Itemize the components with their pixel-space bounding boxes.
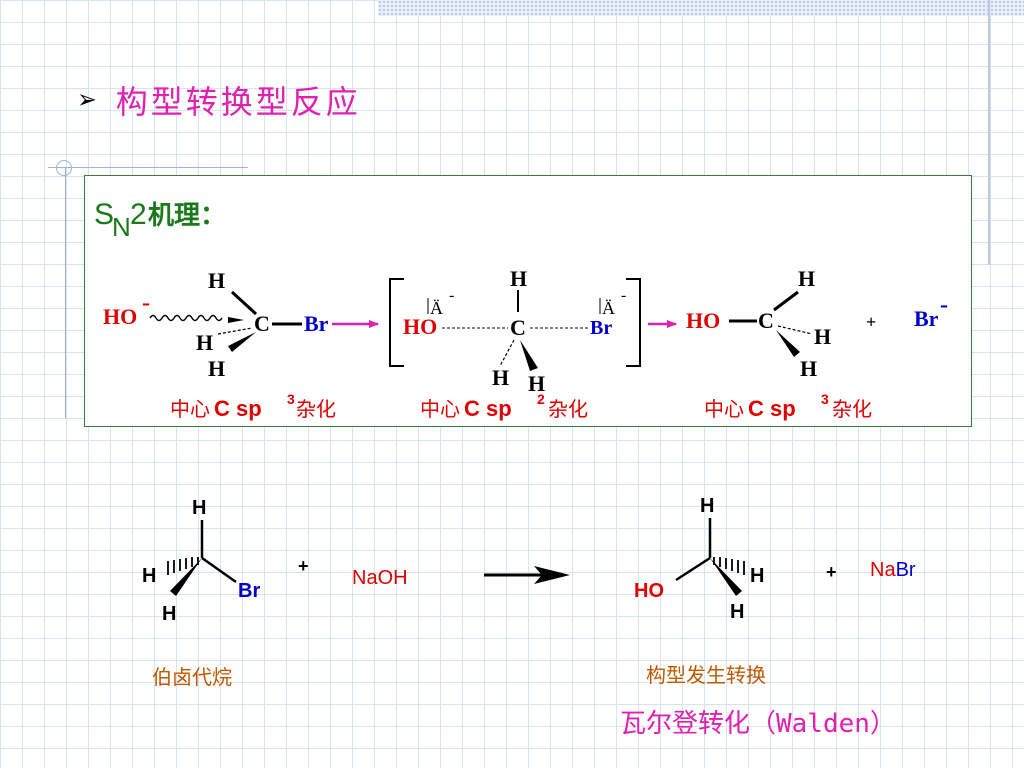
- product-hashed-bond: [777, 325, 813, 335]
- slide-title-row: ➢ 构型转换型反应: [76, 80, 361, 121]
- ts-carbon: C: [510, 315, 526, 340]
- ts-wedge-bond: [520, 340, 538, 371]
- reactant-hybridization-label: 中心 C sp 3 杂化: [170, 391, 336, 421]
- reactant-h-bottom: H: [208, 356, 225, 381]
- ts-partial-label-right: Ä: [602, 298, 615, 318]
- lower-plus-2: +: [826, 562, 837, 582]
- mechanism-reactant: HO - C Br H H H: [103, 268, 329, 381]
- hybrid-sup-1: 3: [287, 391, 295, 407]
- c-h-left-hashed-bond: [217, 327, 253, 335]
- lower-product-hydroxyl: HO: [634, 580, 664, 602]
- product-h-right: H: [814, 324, 831, 349]
- mechanism-heading: S N 2 机理：: [94, 198, 226, 242]
- mechanism-plus: +: [866, 312, 876, 332]
- sn2-mechanism-box: [84, 175, 972, 427]
- hybrid-c-sp-3: C sp: [748, 396, 796, 421]
- hybrid-c-sp-1: C sp: [214, 396, 262, 421]
- lower-reactant: H Br H H: [142, 497, 260, 625]
- decorative-vertical-line: [988, 0, 990, 265]
- salt-br: Br: [896, 559, 916, 581]
- salt-na: Na: [870, 559, 896, 581]
- product-hydroxyl: HO: [686, 308, 720, 333]
- lower-reactant-hashed-bond: [167, 557, 199, 575]
- decorative-left-line: [65, 168, 66, 418]
- hybrid-sup-2: 2: [537, 391, 545, 407]
- lower-product-wedge-bond: [710, 558, 742, 596]
- nucleophile-approach-wavy-line: [149, 314, 223, 322]
- ts-hashed-bond: [499, 339, 515, 367]
- product-h-top: H: [798, 266, 815, 291]
- lower-reactant-c-br-bond: [201, 556, 237, 584]
- ts-right-bracket: [626, 278, 641, 367]
- ts-hydroxide: HO: [403, 314, 437, 339]
- reagent-naoh: NaOH: [352, 567, 408, 589]
- lower-product-hashed-bond: [713, 557, 745, 575]
- transition-state: HO C Br H H H Ä - Ä -: [389, 266, 641, 396]
- walden-inversion-label: 瓦尔登转化（Walden）: [620, 709, 896, 739]
- header-dotted-band: [378, 0, 1024, 16]
- heading-two: 2: [130, 198, 147, 231]
- reactant-h-top: H: [208, 268, 225, 293]
- reactant-hydroxide: HO: [103, 304, 137, 329]
- lower-reactant-wedge-bond: [170, 558, 202, 596]
- ts-h-bottom-left: H: [492, 365, 509, 390]
- ts-left-bracket: [389, 278, 404, 367]
- hybrid-suffix-2: 杂化: [548, 397, 588, 421]
- ts-bromine: Br: [590, 317, 612, 339]
- product-bromide: Br: [914, 306, 939, 331]
- ts-h-top: H: [510, 266, 527, 291]
- product-hybridization-label: 中心 C sp 3 杂化: [704, 391, 872, 421]
- mechanism-product: HO C H H H + Br -: [686, 266, 948, 381]
- heading-mechanism-label: 机理：: [148, 201, 226, 231]
- label-primary-alkyl-halide: 伯卤代烷: [152, 665, 232, 689]
- lower-reaction-arrow-head: [534, 566, 570, 584]
- decorative-circle: [56, 160, 72, 176]
- hybrid-c-sp-2: C sp: [464, 396, 512, 421]
- hybrid-suffix-1: 杂化: [296, 397, 336, 421]
- hybrid-prefix-1: 中心: [170, 397, 210, 421]
- ts-partial-label-left: Ä: [430, 298, 443, 318]
- hybrid-suffix-3: 杂化: [832, 397, 872, 421]
- product-carbon: C: [758, 308, 774, 333]
- ts-partial-charge-right: -: [621, 287, 626, 304]
- hybrid-prefix-3: 中心: [704, 397, 744, 421]
- salt-nabr: NaBr: [870, 559, 916, 581]
- lower-product: H HO H H: [634, 495, 764, 623]
- lower-reactant-h-left: H: [142, 565, 156, 587]
- decorative-horizontal-line: [48, 167, 248, 168]
- lower-reactant-bromine: Br: [238, 580, 260, 602]
- heading-n-subscript: N: [112, 212, 131, 242]
- reactant-h-left: H: [196, 330, 213, 355]
- product-bromide-charge: -: [940, 292, 948, 318]
- lower-plus-1: +: [298, 556, 309, 576]
- lower-reactant-h-top: H: [192, 497, 206, 519]
- lower-product-h-bottom: H: [730, 601, 744, 623]
- ts-partial-charge-left: -: [449, 287, 454, 304]
- reactant-bromine: Br: [304, 311, 329, 336]
- lower-product-h-right: H: [750, 565, 764, 587]
- product-wedge-bond: [776, 330, 800, 357]
- hybrid-sup-3: 3: [821, 391, 829, 407]
- lower-reactant-h-bottom: H: [162, 603, 176, 625]
- hybrid-prefix-2: 中心: [420, 397, 460, 421]
- ts-hybridization-label: 中心 C sp 2 杂化: [420, 391, 588, 421]
- approach-arrow-head: [228, 317, 244, 323]
- heading-s: S: [94, 198, 114, 231]
- reactant-carbon: C: [254, 311, 270, 336]
- arrow-bullet-icon: ➢: [77, 85, 97, 115]
- ts-h-bottom-right: H: [528, 371, 545, 396]
- c-h-bottom-wedge-bond: [228, 332, 256, 352]
- reactant-hydroxide-charge: -: [142, 290, 150, 316]
- label-configuration-inversion: 构型发生转换: [646, 663, 766, 687]
- product-h-bottom: H: [800, 356, 817, 381]
- lower-product-ho-bond: [675, 556, 711, 582]
- lower-product-h-top: H: [700, 495, 714, 517]
- c-h-top-bond: [230, 290, 258, 316]
- product-c-h-top-bond: [773, 290, 799, 312]
- slide-title: 构型转换型反应: [115, 83, 361, 121]
